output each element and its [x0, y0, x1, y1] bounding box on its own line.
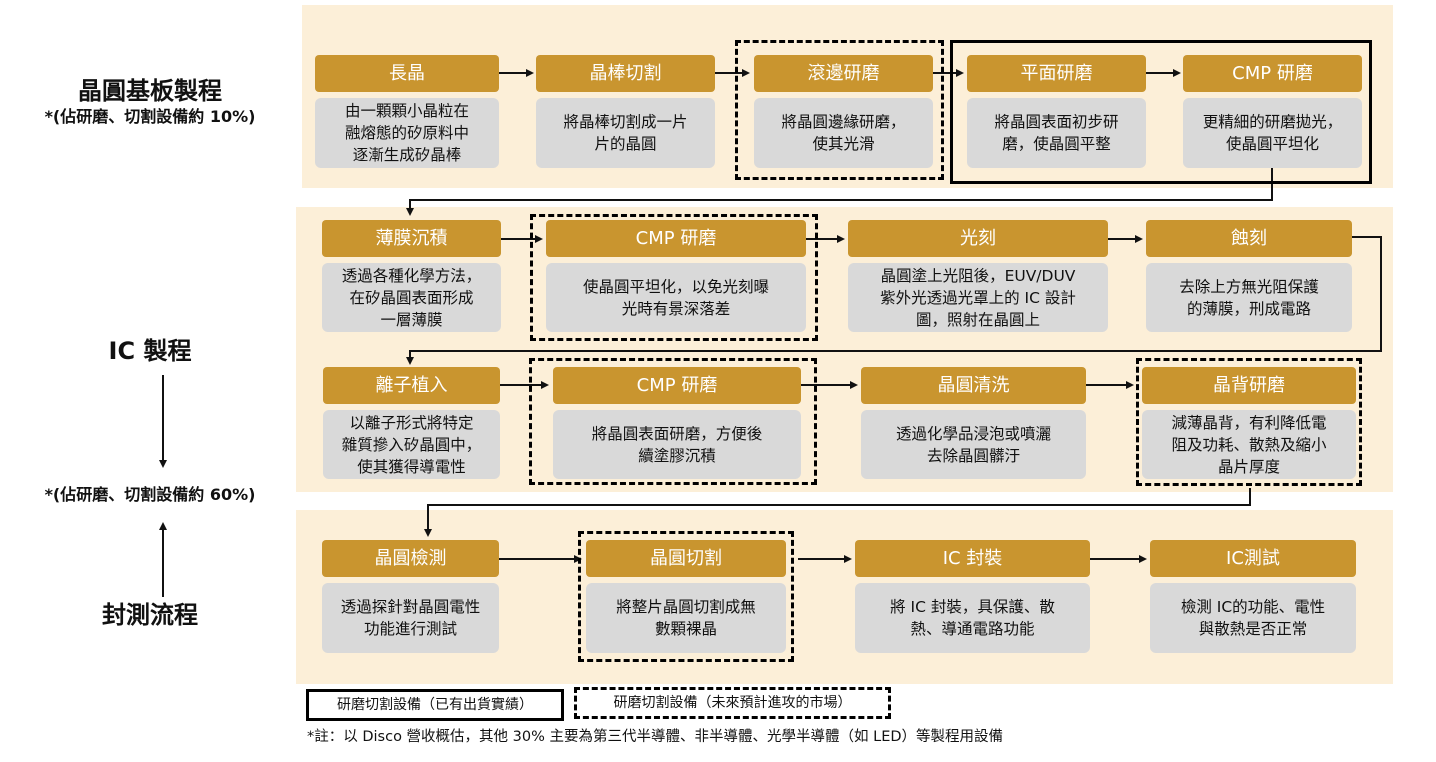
step-title: 平面研磨 [967, 55, 1146, 92]
step-desc: 透過各種化學方法， 在矽晶圓表面形成 一層薄膜 [322, 263, 501, 332]
step-desc: 將晶圓表面研磨，方便後 續塗膠沉積 [553, 410, 801, 479]
step-title: 晶圓清洗 [861, 367, 1086, 404]
step-desc: 檢測 IC的功能、電性 與散熱是否正常 [1150, 583, 1356, 653]
step-title: 離子植入 [323, 367, 500, 404]
ic-section-share: *(佔研磨、切割設備約 60%) [0, 484, 300, 506]
wafer-section-label: 晶圓基板製程 *(佔研磨、切割設備約 10%) [0, 76, 300, 128]
step-title: 晶棒切割 [536, 55, 715, 92]
step-ion-implantation: 離子植入 以離子形式將特定 雜質摻入矽晶圓中， 使其獲得導電性 [323, 367, 500, 479]
pkg-section-title: 封測流程 [0, 600, 300, 630]
step-ic-testing: IC測試 檢測 IC的功能、電性 與散熱是否正常 [1150, 540, 1356, 653]
step-crystal-growth: 長晶 由一顆顆小晶粒在 融熔態的矽原料中 逐漸生成矽晶棒 [315, 55, 499, 168]
footnote: *註：以 Disco 營收概估，其他 30% 主要為第三代半導體、非半導體、光學… [307, 729, 1004, 745]
step-desc: 以離子形式將特定 雜質摻入矽晶圓中， 使其獲得導電性 [323, 410, 500, 479]
frame-future-edge-grinding [735, 40, 944, 180]
step-desc: 使晶圓平坦化，以免光刻曝 光時有景深落差 [546, 263, 806, 332]
step-thin-film-deposition: 薄膜沉積 透過各種化學方法， 在矽晶圓表面形成 一層薄膜 [322, 220, 501, 332]
step-ic-packaging: IC 封裝 將 IC 封裝，具保護、散 熱、導通電路功能 [855, 540, 1090, 653]
step-title: 長晶 [315, 55, 499, 92]
step-lithography: 光刻 晶圓塗上光阻後，EUV/DUV 紫外光透過光罩上的 IC 設計 圖，照射在… [848, 220, 1108, 332]
frame-shipped-surface-cmp [950, 40, 1372, 184]
step-title: IC 封裝 [855, 540, 1090, 577]
step-desc: 透過化學品浸泡或噴灑 去除晶圓髒汙 [861, 410, 1086, 479]
ic-section-title-text: IC 製程 [108, 337, 192, 365]
step-title: 滾邊研磨 [754, 55, 933, 92]
legend-solid-label: 研磨切割設備（已有出貨實績） [337, 697, 533, 713]
frame-future-cmp-row3 [529, 358, 817, 485]
step-title: 晶圓切割 [586, 540, 786, 577]
step-ingot-slicing: 晶棒切割 將晶棒切割成一片 片的晶圓 [536, 55, 715, 168]
step-desc: 晶圓塗上光阻後，EUV/DUV 紫外光透過光罩上的 IC 設計 圖，照射在晶圓上 [848, 263, 1108, 332]
step-desc: 由一顆顆小晶粒在 融熔態的矽原料中 逐漸生成矽晶棒 [315, 98, 499, 168]
step-title: IC測試 [1150, 540, 1356, 577]
step-cmp-polish-2: CMP 研磨 使晶圓平坦化，以免光刻曝 光時有景深落差 [546, 220, 806, 332]
step-cmp-polish-1: CMP 研磨 更精細的研磨拋光， 使晶圓平坦化 [1183, 55, 1362, 168]
step-title: 晶圓檢測 [322, 540, 499, 577]
frame-future-dicing [578, 531, 794, 662]
step-title: CMP 研磨 [1183, 55, 1362, 92]
step-title: 晶背研磨 [1142, 367, 1356, 404]
step-wafer-dicing: 晶圓切割 將整片晶圓切割成無 數顆裸晶 [586, 540, 786, 653]
step-title: 光刻 [848, 220, 1108, 257]
step-wafer-probing: 晶圓檢測 透過探針對晶圓電性 功能進行測試 [322, 540, 499, 653]
step-cmp-polish-3: CMP 研磨 將晶圓表面研磨，方便後 續塗膠沉積 [553, 367, 801, 479]
wafer-section-share: *(佔研磨、切割設備約 10%) [44, 107, 256, 126]
step-desc: 更精細的研磨拋光， 使晶圓平坦化 [1183, 98, 1362, 168]
legend-solid-shipped: 研磨切割設備（已有出貨實績） [306, 689, 564, 721]
step-desc: 減薄晶背，有利降低電 阻及功耗、散熱及縮小 晶片厚度 [1142, 410, 1356, 479]
frame-future-backgrinding [1136, 358, 1362, 486]
step-surface-grinding: 平面研磨 將晶圓表面初步研 磨，使晶圓平整 [967, 55, 1146, 168]
step-desc: 將晶圓邊緣研磨， 使其光滑 [754, 98, 933, 168]
step-etching: 蝕刻 去除上方無光阻保護 的薄膜，刑成電路 [1146, 220, 1352, 332]
legend-dashed-future: 研磨切割設備（未來預計進攻的市場） [574, 687, 891, 719]
pkg-up-arrow-line [162, 527, 164, 597]
step-title: CMP 研磨 [546, 220, 806, 257]
step-back-grinding: 晶背研磨 減薄晶背，有利降低電 阻及功耗、散熱及縮小 晶片厚度 [1142, 367, 1356, 479]
step-desc: 將晶圓表面初步研 磨，使晶圓平整 [967, 98, 1146, 168]
ic-section-share-text: *(佔研磨、切割設備約 60%) [44, 485, 256, 504]
step-title: 薄膜沉積 [322, 220, 501, 257]
step-title: CMP 研磨 [553, 367, 801, 404]
step-desc: 去除上方無光阻保護 的薄膜，刑成電路 [1146, 263, 1352, 332]
step-desc: 透過探針對晶圓電性 功能進行測試 [322, 583, 499, 653]
ic-section-title: IC 製程 [0, 336, 300, 366]
ic-down-arrow-line [162, 375, 164, 459]
step-wafer-cleaning: 晶圓清洗 透過化學品浸泡或噴灑 去除晶圓髒汙 [861, 367, 1086, 479]
wafer-section-title: 晶圓基板製程 [78, 77, 222, 105]
step-desc: 將 IC 封裝，具保護、散 熱、導通電路功能 [855, 583, 1090, 653]
legend-dashed-label: 研磨切割設備（未來預計進攻的市場） [613, 695, 852, 711]
pkg-section-title-text: 封測流程 [102, 601, 198, 629]
step-edge-grinding: 滾邊研磨 將晶圓邊緣研磨， 使其光滑 [754, 55, 933, 168]
step-desc: 將整片晶圓切割成無 數顆裸晶 [586, 583, 786, 653]
frame-future-cmp-row2 [530, 214, 818, 341]
step-title: 蝕刻 [1146, 220, 1352, 257]
step-desc: 將晶棒切割成一片 片的晶圓 [536, 98, 715, 168]
